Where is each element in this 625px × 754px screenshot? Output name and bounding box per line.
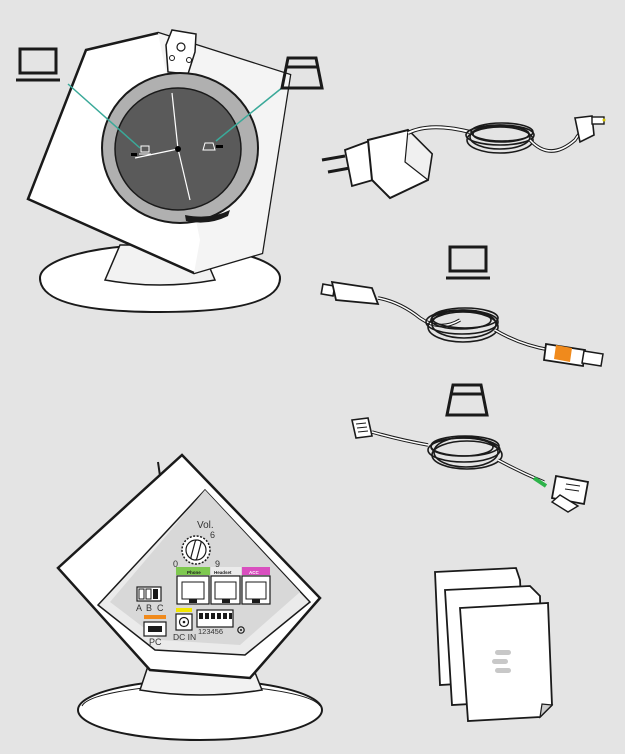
switch-letter-c: C — [157, 603, 164, 613]
base-station-rear: Vol. 6 0 9 Phone Headset ACC — [56, 453, 323, 741]
headset-clip — [165, 29, 197, 75]
phone-port-label: Phone — [187, 570, 201, 575]
laptop-icon — [16, 47, 60, 82]
usb-cable — [320, 280, 604, 368]
pc-port — [143, 621, 167, 637]
pc-label: PC — [149, 637, 162, 647]
switch-letter-a: A — [136, 603, 142, 613]
power-supply — [321, 115, 606, 200]
dip-numbers: 123456 — [198, 627, 223, 636]
acc-port — [241, 575, 271, 605]
documentation-booklets — [434, 567, 554, 722]
dc-in-label: DC IN — [173, 632, 196, 642]
phone-cable — [351, 417, 590, 513]
volume-dial — [181, 535, 211, 565]
dip-switches — [196, 609, 234, 628]
abc-switch — [136, 586, 162, 602]
switch-letter-b: B — [146, 603, 152, 613]
dial-number-6: 6 — [210, 530, 215, 540]
headset-port — [210, 575, 241, 605]
sennheiser-e-logo-icon — [492, 650, 511, 673]
dial-number-9: 9 — [215, 559, 220, 569]
phone-port — [176, 575, 210, 605]
headset-port-label: Headset — [214, 570, 232, 575]
dc-in-port — [175, 613, 193, 631]
dial-number-0: 0 — [173, 559, 178, 569]
vol-label: Vol. — [197, 520, 214, 531]
laptop-icon — [446, 245, 490, 280]
acc-port-label: ACC — [249, 570, 259, 575]
base-station-front — [26, 29, 292, 314]
desk-phone-icon — [280, 56, 324, 90]
desk-phone-icon — [445, 383, 489, 417]
